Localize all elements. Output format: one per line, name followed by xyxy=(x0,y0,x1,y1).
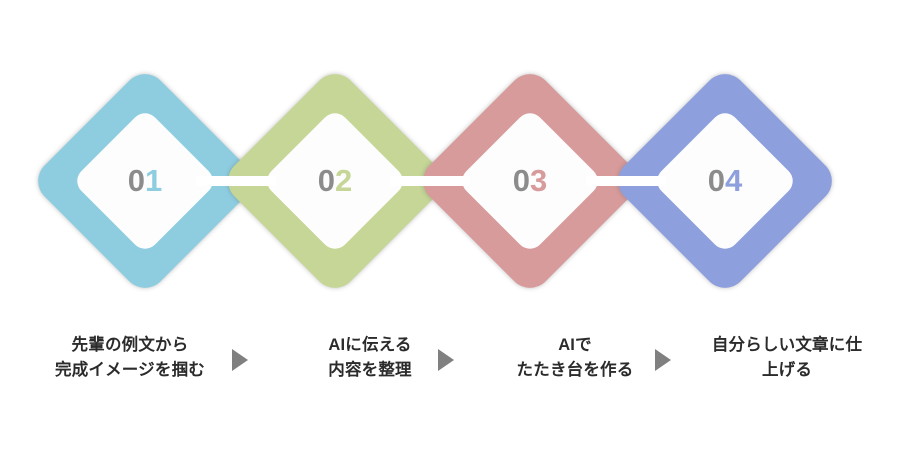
step-4: 04 xyxy=(595,0,855,330)
connector-step3-step4 xyxy=(586,176,666,186)
step-3-number: 03 xyxy=(450,160,610,202)
step-4-caption: 自分らしい文章に仕 上げる xyxy=(672,333,897,383)
connector-step2-step3 xyxy=(390,176,470,186)
step-4-number-digit: 4 xyxy=(725,163,743,198)
step-2: 02 xyxy=(205,0,465,330)
step-3-caption-line-2: たたき台を作る xyxy=(516,361,634,379)
step-3: 03 xyxy=(400,0,660,330)
step-1-number-digit: 1 xyxy=(145,163,163,198)
arrow-step3-to-step4-icon xyxy=(655,349,671,371)
step-2-number: 02 xyxy=(255,160,415,202)
step-2-number-prefix: 0 xyxy=(317,163,335,198)
step-4-number: 04 xyxy=(645,160,805,202)
step-2-caption: AIに伝える 内容を整理 xyxy=(255,333,485,383)
step-1-caption: 先輩の例文から 完成イメージを掴む xyxy=(15,333,245,383)
arrow-step2-to-step3-icon xyxy=(438,349,454,371)
step-4-caption-line-1: 自分らしい文章に仕 xyxy=(711,336,863,354)
caption-row: 先輩の例文から 完成イメージを掴む AIに伝える 内容を整理 AIで たたき台を… xyxy=(0,333,897,413)
step-3-caption: AIで たたき台を作る xyxy=(460,333,690,383)
step-4-caption-line-2: 上げる xyxy=(761,361,813,379)
step-3-number-prefix: 0 xyxy=(512,163,530,198)
arrow-step1-to-step2-icon xyxy=(232,349,248,371)
step-3-caption-line-1: AIで xyxy=(558,336,592,354)
step-1-caption-line-1: 先輩の例文から xyxy=(71,336,189,354)
step-1-number-prefix: 0 xyxy=(127,163,145,198)
step-2-caption-line-2: 内容を整理 xyxy=(328,361,412,379)
step-3-number-digit: 3 xyxy=(530,163,548,198)
step-4-number-prefix: 0 xyxy=(707,163,725,198)
connector-step1-step2 xyxy=(196,176,276,186)
step-1-caption-line-2: 完成イメージを掴む xyxy=(55,361,205,379)
step-1-number: 01 xyxy=(65,160,225,202)
step-1: 01 xyxy=(15,0,275,330)
step-2-caption-line-1: AIに伝える xyxy=(328,336,412,354)
diamond-step-row: 01 02 03 04 xyxy=(15,0,855,330)
step-2-number-digit: 2 xyxy=(335,163,353,198)
